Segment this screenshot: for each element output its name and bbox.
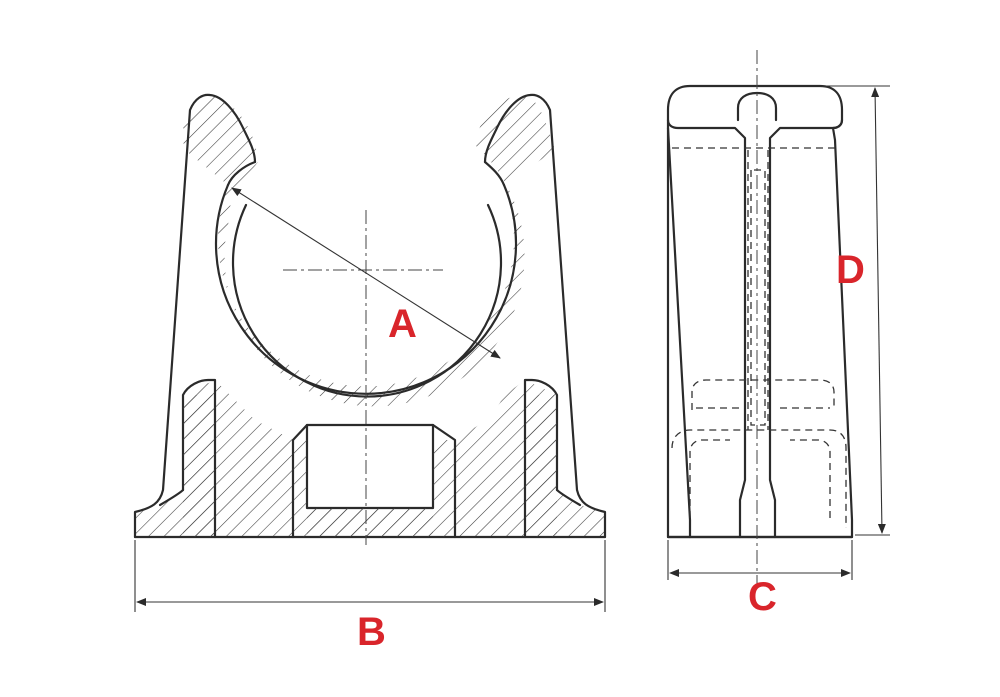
dimension-d-line — [871, 87, 886, 534]
label-b: B — [357, 610, 386, 654]
socket-bottom-hatch — [307, 508, 433, 537]
top-flange-right — [768, 118, 844, 539]
right-foot — [555, 488, 582, 507]
left-foot — [158, 488, 185, 507]
right-leg-hatch — [525, 395, 557, 537]
hidden-web — [747, 150, 769, 430]
right-jaw-tip — [483, 160, 506, 187]
dimension-d — [822, 85, 890, 536]
hidden-foot-left — [689, 439, 730, 518]
left-leg — [181, 378, 217, 539]
side-view — [666, 50, 854, 585]
side-left-taper — [666, 126, 692, 539]
side-outline — [666, 84, 854, 539]
hidden-slot — [750, 169, 766, 426]
clip-outer-profile-right — [483, 93, 607, 539]
label-c: C — [748, 575, 777, 619]
hidden-base-lower — [671, 429, 847, 528]
dimension-a-line — [231, 187, 501, 359]
clip-outer-profile — [133, 93, 257, 539]
left-jaw-tip — [226, 160, 257, 187]
hidden-foot-right — [790, 439, 831, 518]
dimension-b — [134, 540, 606, 612]
socket-left-hatch — [293, 440, 307, 537]
label-d: D — [836, 248, 865, 292]
section-hatch — [135, 95, 605, 537]
dimension-c — [667, 540, 853, 580]
front-section-view — [133, 93, 607, 545]
hidden-base-upper — [691, 379, 835, 410]
right-leg — [523, 378, 559, 539]
socket-right-hatch — [433, 440, 455, 537]
label-a: A — [388, 302, 417, 346]
left-leg-hatch — [183, 395, 215, 537]
top-flange — [666, 118, 747, 539]
